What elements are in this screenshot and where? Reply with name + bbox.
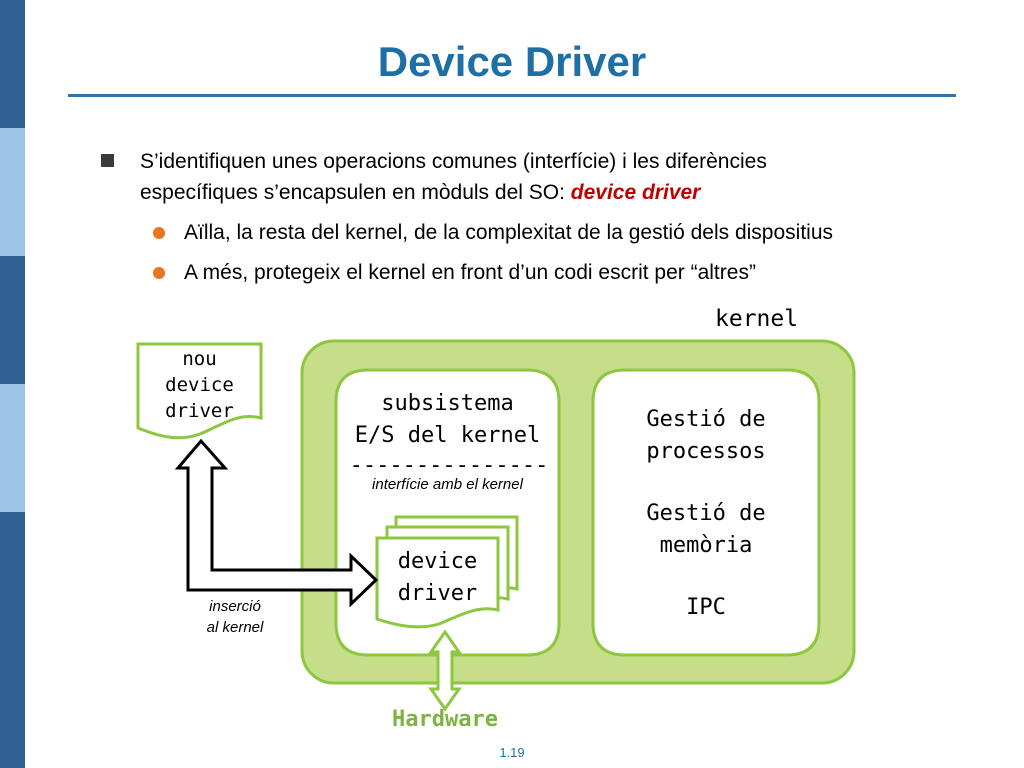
subsystem-line-1: subsistema bbox=[381, 391, 514, 416]
slide-title: Device Driver bbox=[377, 38, 647, 85]
device-driver-line-2: driver bbox=[397, 581, 478, 606]
insertion-line-2: al kernel bbox=[206, 619, 264, 636]
new-driver-document-icon bbox=[136, 342, 263, 440]
mgmt-gap-2 bbox=[593, 562, 819, 592]
new-driver-line-3: driver bbox=[165, 400, 234, 422]
new-driver-label: nou device driver bbox=[138, 346, 261, 424]
mgmt-gap-1 bbox=[593, 468, 819, 498]
mgmt-line-5: IPC bbox=[686, 595, 726, 620]
hardware-arrow-icon bbox=[428, 629, 462, 712]
sub-bullet-2: A més, protegeix el kernel en front d’un… bbox=[153, 259, 1004, 287]
hardware-label: Hardware bbox=[392, 707, 498, 732]
device-driver-label: device driver bbox=[377, 546, 498, 610]
page-number: 1.19 bbox=[499, 745, 525, 760]
title-rule bbox=[68, 94, 956, 97]
mgmt-line-2: processos bbox=[646, 439, 766, 464]
mgmt-line-4: memòria bbox=[659, 533, 753, 558]
main-bullet: S’identifiquen unes operacions comunes (… bbox=[101, 146, 940, 208]
sub-bullet-1-text: Aïlla, la resta del kernel, de la comple… bbox=[184, 221, 834, 244]
side-stripe bbox=[0, 0, 25, 768]
subsystem-label: subsistema E/S del kernel bbox=[336, 388, 559, 452]
subsystem-line-2: E/S del kernel bbox=[354, 423, 541, 448]
mgmt-line-1: Gestió de bbox=[646, 407, 766, 432]
device-driver-line-1: device bbox=[397, 549, 478, 574]
interface-dashes: --------------- bbox=[349, 453, 549, 478]
main-bullet-text-2: específiques s’encapsulen en mòduls del … bbox=[140, 181, 565, 204]
management-label: Gestió de processos Gestió de memòria IP… bbox=[593, 404, 819, 624]
main-bullet-text-1: S’identifiquen unes operacions comunes (… bbox=[140, 150, 767, 173]
new-driver-line-2: device bbox=[165, 374, 234, 396]
new-driver-line-1: nou bbox=[182, 348, 217, 370]
insertion-arrow-icon bbox=[174, 438, 379, 608]
management-box bbox=[591, 368, 821, 657]
device-driver-emphasis: device driver bbox=[570, 181, 701, 204]
mgmt-line-3: Gestió de bbox=[646, 501, 766, 526]
square-bullet-icon bbox=[101, 154, 114, 167]
round-bullet-icon bbox=[153, 267, 165, 279]
kernel-label: kernel bbox=[715, 306, 799, 332]
sub-bullet-2-text: A més, protegeix el kernel en front d’un… bbox=[184, 261, 756, 284]
insertion-label: inserció al kernel bbox=[180, 596, 290, 638]
sub-bullet-1: Aïlla, la resta del kernel, de la comple… bbox=[153, 219, 1004, 247]
device-driver-document-icon bbox=[375, 536, 500, 629]
interface-label: interfície amb el kernel bbox=[372, 476, 523, 493]
insertion-line-1: inserció bbox=[209, 598, 261, 615]
round-bullet-icon bbox=[153, 227, 165, 239]
